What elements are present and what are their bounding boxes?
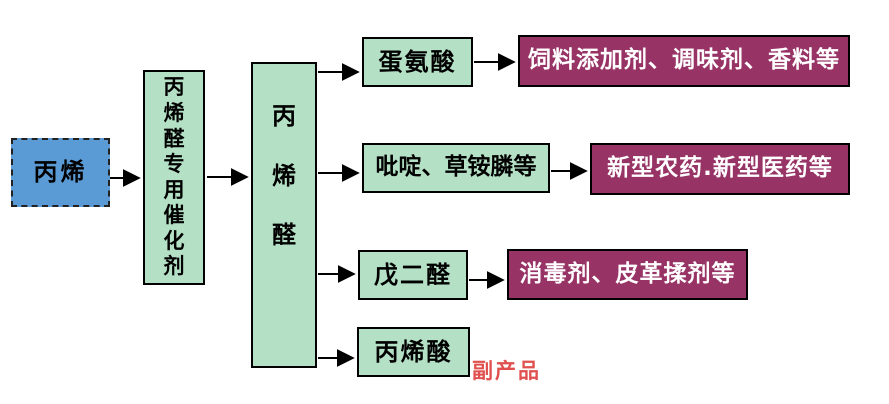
node-feed-additives-label: 饲料添加剂、调味剂、香料等 bbox=[528, 47, 840, 74]
node-propylene: 丙烯 bbox=[11, 138, 110, 207]
node-acrolein-catalyst: 丙烯醛专用催化剂 bbox=[143, 70, 205, 285]
node-acrylic-acid-label: 丙烯酸 bbox=[374, 337, 453, 366]
node-feed-additives: 饲料添加剂、调味剂、香料等 bbox=[518, 35, 850, 87]
node-glutaraldehyde: 戊二醛 bbox=[358, 250, 468, 300]
node-new-pesticides-label: 新型农药.新型医药等 bbox=[607, 155, 833, 182]
node-methionine-label: 蛋氨酸 bbox=[378, 47, 457, 76]
node-glutaraldehyde-label: 戊二醛 bbox=[374, 260, 452, 289]
byproduct-annotation: 副产品 bbox=[472, 359, 541, 383]
node-methionine: 蛋氨酸 bbox=[362, 37, 473, 87]
node-propylene-label: 丙烯 bbox=[33, 158, 88, 187]
node-disinfectants: 消毒剂、皮革揉剂等 bbox=[507, 249, 748, 300]
node-acrylic-acid: 丙烯酸 bbox=[357, 327, 470, 377]
node-pyridine-glufosinate-label: 吡啶、草铵膦等 bbox=[375, 154, 537, 181]
node-disinfectants-label: 消毒剂、皮革揉剂等 bbox=[519, 260, 736, 287]
node-new-pesticides: 新型农药.新型医药等 bbox=[590, 143, 850, 195]
node-pyridine-glufosinate: 吡啶、草铵膦等 bbox=[362, 143, 550, 193]
node-acrolein: 丙烯醛 bbox=[251, 62, 317, 368]
